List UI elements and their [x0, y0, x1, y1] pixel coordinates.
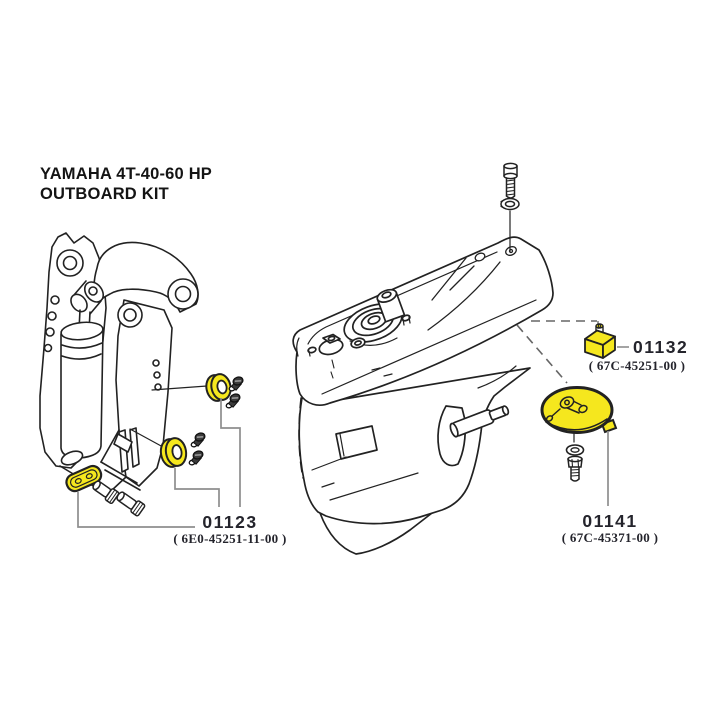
part-number-01132: 01132 [633, 337, 689, 357]
part-number-01123: 01123 [202, 512, 258, 532]
part-number-01141: 01141 [582, 511, 638, 531]
deck-screw [503, 162, 518, 199]
gearcase-deck [292, 236, 554, 406]
anode-screws [188, 376, 244, 466]
anode-ring-upper [205, 373, 232, 402]
pad-mounting-bolts [92, 480, 146, 517]
gearcase-drawing [292, 162, 554, 555]
disc-washer-bolt [565, 433, 585, 482]
trim-tilt-unit-drawing [39, 232, 208, 492]
prop-shaft [437, 405, 510, 467]
deck-web-detail [427, 246, 517, 331]
gearcase-skeg [319, 512, 433, 555]
part-code-01141: ( 67C-45371-00 ) [561, 530, 659, 545]
tilt-rod-clevis [70, 280, 105, 332]
trim-unit-mount-plate [100, 299, 173, 492]
driveshaft-boss [376, 288, 411, 326]
kit-title-line-1: YAMAHA 4T-40-60 HP [40, 165, 213, 183]
part-code-01123: ( 6E0-45251-11-00 ) [173, 531, 287, 546]
kit-title: YAMAHA 4T-40-60 HP OUTBOARD KIT [40, 164, 212, 204]
deck-lock-washer [500, 197, 520, 211]
anode-pointer-lines [129, 385, 208, 448]
tilt-cylinder [60, 321, 104, 466]
disc-center-fitting [545, 396, 588, 422]
part-code-01132: ( 67C-45251-00 ) [588, 358, 686, 373]
anode-cube [584, 323, 616, 359]
gearcase-body [298, 367, 531, 525]
kit-title-line-2: OUTBOARD KIT [40, 185, 169, 203]
leader-lines-01123 [77, 398, 241, 528]
anode-pad-bottom [65, 464, 103, 493]
deck-plug-bosses [307, 333, 366, 379]
anode-disc [540, 386, 618, 434]
anode-ring-middle [159, 437, 188, 468]
dashed-leader-01141 [516, 324, 568, 384]
gearcase-body-details [298, 365, 517, 501]
